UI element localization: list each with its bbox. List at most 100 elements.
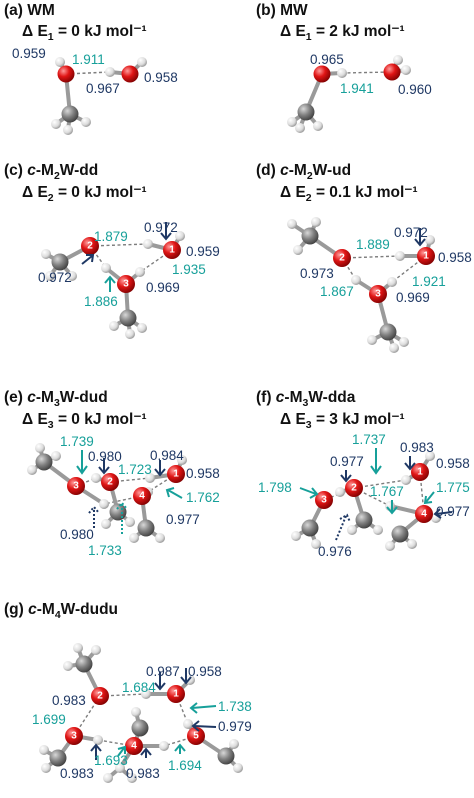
hydrogen-atom (175, 231, 185, 241)
hydrogen-atom (39, 745, 49, 755)
arrow-icon (423, 491, 435, 505)
hbond-label: 1.723 (118, 462, 152, 477)
hydrogen-atom (63, 125, 73, 135)
hydrogen-atom (311, 539, 321, 549)
arrow-icon (299, 487, 319, 499)
oxygen-atom (187, 727, 205, 745)
hydrogen-atom (127, 773, 137, 783)
carbon-atom (119, 309, 137, 327)
carbon-atom (379, 323, 397, 341)
panel-c-energy: Δ E2 = 0 kJ mol⁻¹ (22, 184, 147, 204)
arrow-icon (189, 702, 217, 714)
hbond-label: 1.879 (94, 229, 128, 244)
panel-b-title: (b) MW (256, 2, 308, 19)
hydrogen-atom (389, 343, 399, 353)
oxygen-atom (57, 65, 75, 83)
hydrogen-atom (103, 773, 113, 783)
bond-label: 0.983 (126, 766, 160, 781)
arrow-icon (81, 254, 95, 265)
hydrogen-atom (373, 525, 383, 535)
carbon-atom (137, 519, 155, 537)
hydrogen-atom (137, 323, 147, 333)
oxygen-number: 2 (97, 691, 103, 702)
oxygen-number: 3 (123, 279, 129, 290)
panel-e-energy: Δ E3 = 0 kJ mol⁻¹ (22, 411, 147, 431)
arrow-icon (335, 513, 351, 541)
carbon-atom (355, 511, 373, 529)
hydrogen-atom (367, 335, 377, 345)
arrow-icon (160, 222, 172, 241)
hydrogen-atom (141, 689, 151, 699)
bond-label: 0.958 (186, 466, 220, 481)
arrow-icon (370, 448, 382, 475)
carbon-atom (51, 253, 69, 271)
hydrogen-atom (125, 517, 135, 527)
oxygen-atom (121, 65, 139, 83)
oxygen-atom (167, 465, 185, 483)
hydrogen-atom (51, 119, 61, 129)
hydrogen-atom (55, 57, 65, 67)
oxygen-number: 4 (421, 509, 427, 520)
oxygen-number: 3 (375, 289, 381, 300)
carbon-atom (391, 525, 409, 543)
hydrogen-atom (155, 533, 165, 543)
panel-a-energy: Δ E1 = 0 kJ mol⁻¹ (22, 23, 147, 43)
panel-a: (a) WM Δ E1 = 0 kJ mol⁻¹ 0.959 1.911 0.9… (4, 2, 178, 135)
hydrogen-atom (385, 541, 395, 551)
arrow-icon (414, 228, 426, 247)
arrow-icon (174, 743, 186, 754)
hydrogen-atom (99, 499, 109, 509)
hbond-label: 1.733 (88, 543, 122, 558)
bond-label: 0.972 (144, 220, 178, 235)
panel-b: (b) MW Δ E1 = 2 kJ mol⁻¹ 0.965 1.941 0.9… (256, 2, 432, 133)
arrow-icon (104, 275, 116, 292)
bond-label: 0.959 (12, 46, 46, 61)
arrow-icon (165, 487, 183, 499)
panel-a-title: (a) WM (4, 2, 55, 19)
oxygen-number: 5 (193, 731, 199, 742)
arrow-icon (98, 458, 110, 475)
oxygen-number: 2 (339, 253, 345, 264)
hydrogen-atom (183, 719, 193, 729)
panel-f-molecule: 1 2 3 4 (291, 451, 441, 551)
oxygen-atom (411, 463, 429, 481)
bond-label: 0.973 (300, 266, 334, 281)
arrow-icon (76, 450, 88, 475)
carbon-atom (297, 103, 315, 121)
hydrogen-atom (137, 57, 147, 67)
hbond-label: 1.911 (72, 52, 105, 67)
oxygen-number: 1 (169, 245, 175, 256)
panel-c-molecule: 2 1 3 (41, 231, 185, 339)
arrow-icon (433, 508, 453, 519)
arrow-icon (117, 745, 126, 757)
hydrogen-atom (177, 455, 187, 465)
arrow-icon (140, 747, 152, 758)
hbond-label: 1.935 (172, 262, 206, 277)
hydrogen-atom (287, 117, 297, 127)
hbond-label: 1.762 (186, 490, 220, 505)
panel-f-title: (f) c-M3W-dda (256, 389, 356, 409)
panel-e-molecule: 3 2 1 4 (27, 443, 187, 543)
hydrogen-atom (287, 219, 297, 229)
hydrogen-atom (399, 337, 409, 347)
hbond-label: 1.921 (412, 274, 446, 289)
arrow-icon (340, 470, 352, 483)
hydrogen-atom (105, 67, 115, 77)
hydrogen-atom (109, 321, 119, 331)
hydrogen-atom (125, 329, 135, 339)
hydrogen-atom (425, 451, 435, 461)
hydrogen-atom (41, 763, 51, 773)
bond-label: 0.977 (436, 504, 470, 519)
oxygen-atom (167, 685, 185, 703)
carbon-atom (49, 749, 67, 767)
bond-label: 0.984 (150, 448, 184, 463)
oxygen-atom (345, 479, 363, 497)
oxygen-atom (369, 285, 387, 303)
hydrogen-atom (395, 251, 405, 261)
hydrogen-atom (313, 121, 323, 131)
bond-label: 0.979 (218, 719, 252, 734)
panel-c: (c) c-M2W-dd Δ E2 = 0 kJ mol⁻¹ (4, 162, 220, 339)
bond-label: 0.958 (144, 70, 178, 85)
oxygen-number: 1 (417, 467, 423, 478)
